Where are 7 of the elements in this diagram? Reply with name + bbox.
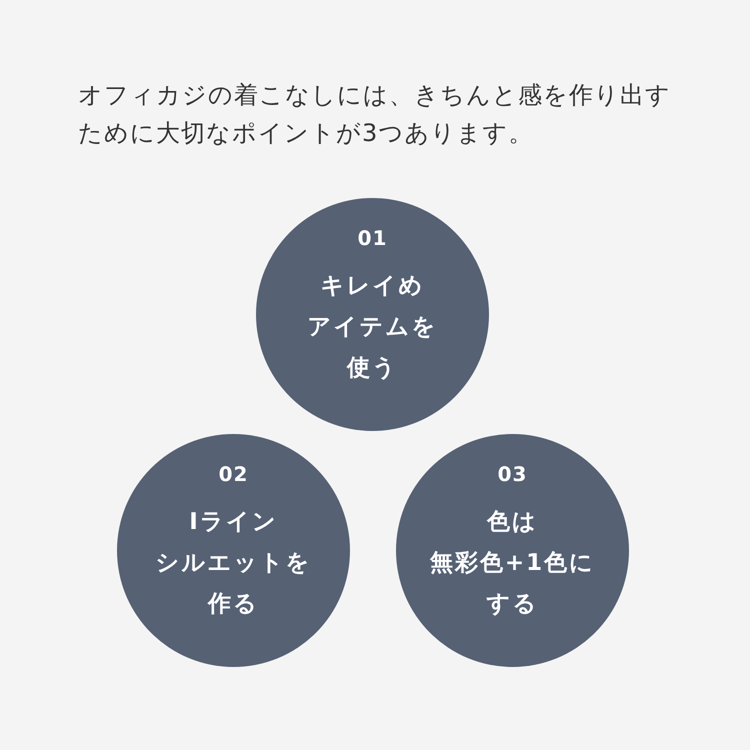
- point-text: キレイめアイテムを使う: [308, 272, 438, 383]
- point-number: 03: [498, 462, 528, 486]
- point-text: 色は無彩色+1色にする: [430, 508, 596, 619]
- point-number: 01: [358, 226, 388, 250]
- point-number: 02: [218, 462, 248, 486]
- point-text: Iラインシルエットを作る: [156, 508, 312, 619]
- intro-text: オフィカジの着こなしには、きちんと感を作り出すために大切なポイントが3つあります。: [78, 80, 671, 149]
